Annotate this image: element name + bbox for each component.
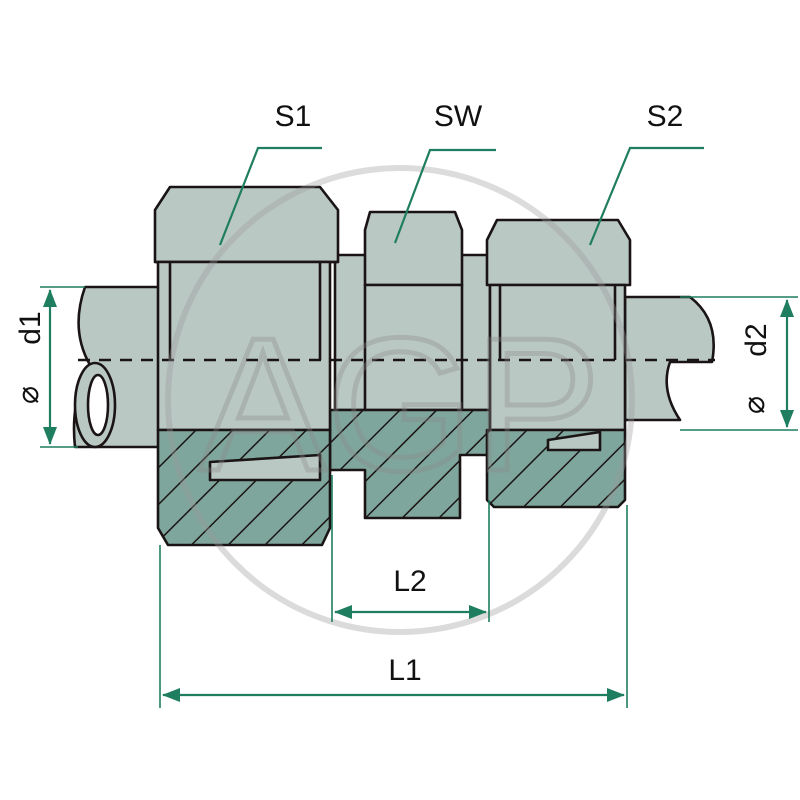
label-s2: S2 — [647, 100, 684, 133]
sw-leader — [393, 148, 496, 244]
left-pipe — [72, 285, 162, 449]
dimension-l2: L2 — [331, 475, 490, 622]
label-sw: SW — [434, 100, 483, 133]
diameter-symbol-d2: ⌀ — [738, 396, 771, 414]
label-s1: S1 — [275, 100, 312, 133]
nut-s1 — [153, 185, 340, 547]
label-l2: L2 — [393, 565, 426, 598]
s2-leader — [588, 146, 704, 246]
s1-leader — [218, 146, 322, 246]
dimension-d2: d2 ⌀ — [680, 296, 798, 431]
label-l1: L1 — [388, 654, 421, 687]
label-d2: d2 — [740, 323, 773, 356]
label-d1: d1 — [14, 311, 47, 344]
agp-watermark: AGP — [165, 165, 635, 635]
nut-s2 — [485, 218, 632, 509]
right-pipe — [623, 295, 715, 422]
diameter-symbol-d1: ⌀ — [12, 386, 45, 404]
dimension-d1: d1 ⌀ — [12, 286, 85, 448]
svg-text:AGP: AGP — [199, 299, 600, 511]
dimension-l1: L1 — [159, 505, 628, 708]
